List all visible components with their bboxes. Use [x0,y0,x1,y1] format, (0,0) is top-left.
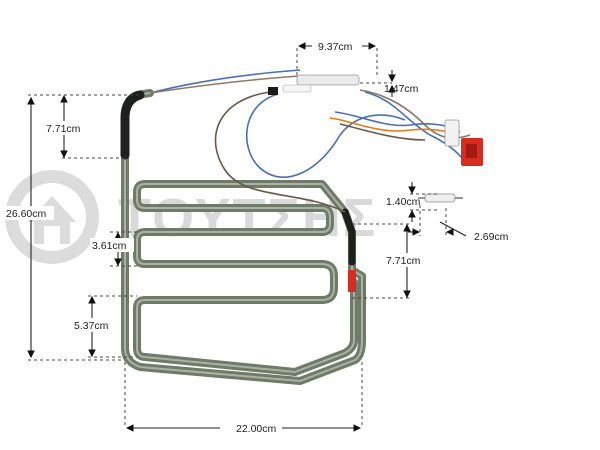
dim-lower-loop: 5.37cm [74,320,109,332]
dim-connector-width: 2.69cm [474,231,509,243]
red-clip [348,270,356,292]
shrink-sleeve [120,90,145,160]
wire-harness [149,69,471,213]
dim-sensor-length: 9.37cm [318,41,353,53]
dimension-labels: 26.60cm 7.71cm 3.61cm 5.37cm 22.00cm 9.3… [4,39,509,435]
extension-lines [28,48,447,428]
dim-width: 22.00cm [236,423,277,435]
connector [444,119,483,166]
sensor-probe [268,74,360,95]
dim-overall-height: 26.60cm [6,208,47,220]
dim-connector-height: 1.40cm [386,196,421,208]
dim-sensor-diameter: 1.47cm [384,83,419,95]
dim-right-segment: 7.71cm [386,255,421,267]
dim-top-segment: 7.71cm [46,123,81,135]
brand-watermark: ΤΟΥΤΣΗΣ [118,188,377,248]
heating-element [121,89,366,385]
dim-upper-loop: 3.61cm [92,240,127,252]
thermal-fuse [418,193,463,203]
sleeve-right [341,208,356,266]
